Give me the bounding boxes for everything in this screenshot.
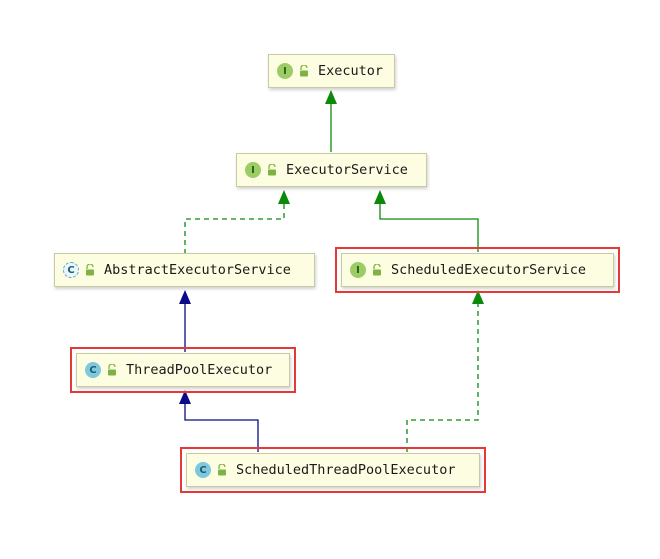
unlocked-public-icon bbox=[218, 464, 226, 476]
node-label: AbstractExecutorService bbox=[104, 262, 291, 278]
highlight-box-scheduledexecutorservice bbox=[335, 247, 620, 293]
abstract-class-icon: C bbox=[63, 262, 79, 278]
interface-icon: I bbox=[245, 162, 261, 178]
interface-icon: I bbox=[350, 262, 366, 278]
interface-icon: I bbox=[277, 63, 293, 79]
class-icon: C bbox=[195, 462, 211, 478]
edge-abstractexecutorservice-to-executorservice bbox=[184, 190, 290, 254]
highlight-box-scheduledthreadpoolexecutor bbox=[180, 447, 486, 493]
edge-threadpoolexecutor-to-abstractexecutorservice bbox=[179, 290, 191, 352]
node-label: ScheduledExecutorService bbox=[391, 262, 587, 278]
highlight-box-threadpoolexecutor bbox=[70, 347, 296, 393]
unlocked-public-icon bbox=[373, 264, 381, 276]
unlocked-public-icon bbox=[86, 264, 94, 276]
edge-scheduledthreadpoolexecutor-to-scheduledexecutorservice bbox=[406, 290, 484, 452]
node-executor[interactable]: I Executor bbox=[268, 54, 395, 88]
node-scheduledexecutorservice[interactable]: I ScheduledExecutorService bbox=[341, 253, 614, 287]
node-label: Executor bbox=[318, 63, 384, 79]
node-threadpoolexecutor[interactable]: C ThreadPoolExecutor bbox=[76, 353, 290, 387]
unlocked-public-icon bbox=[268, 164, 276, 176]
unlocked-public-icon bbox=[300, 65, 308, 77]
node-label: ExecutorService bbox=[286, 162, 408, 178]
edge-executorservice-to-executor bbox=[325, 90, 337, 152]
node-executorservice[interactable]: I ExecutorService bbox=[236, 153, 427, 187]
node-scheduledthreadpoolexecutor[interactable]: C ScheduledThreadPoolExecutor bbox=[186, 453, 480, 487]
edge-scheduledexecutorservice-to-executorservice bbox=[374, 190, 479, 252]
class-icon: C bbox=[85, 362, 101, 378]
edge-scheduledthreadpoolexecutor-to-threadpoolexecutor bbox=[179, 390, 259, 452]
node-abstractexecutorservice[interactable]: C AbstractExecutorService bbox=[54, 253, 315, 287]
node-label: ScheduledThreadPoolExecutor bbox=[236, 462, 456, 478]
node-label: ThreadPoolExecutor bbox=[126, 362, 273, 378]
unlocked-public-icon bbox=[108, 364, 116, 376]
